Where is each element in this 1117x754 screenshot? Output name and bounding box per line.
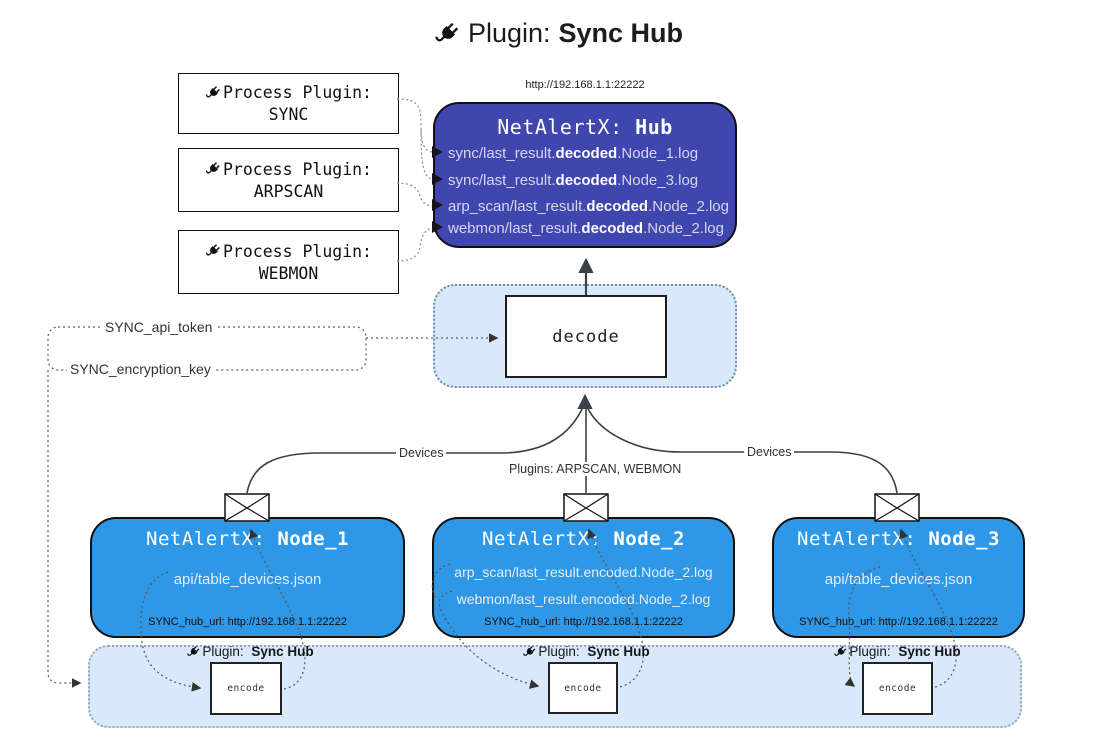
link-sync-2 (420, 129, 433, 180)
decode-box: decode (505, 295, 667, 378)
hub-entry: sync/last_result.decoded.Node_1.log (448, 145, 699, 162)
hub-entry: webmon/last_result.decoded.Node_2.log (448, 220, 724, 237)
edge-label-devices-left: Devices (396, 446, 447, 460)
node2-file: arp_scan/last_result.encoded.Node_2.log (454, 564, 713, 580)
link-sync-1 (396, 98, 433, 153)
process-plugin-sync: Process Plugin: SYNC (178, 73, 399, 134)
hub-url-label: http://192.168.1.1:22222 (525, 79, 645, 91)
hub-box: NetAlertX: Hub sync/last_result.decoded.… (433, 102, 737, 248)
plug-icon (205, 85, 220, 98)
plug-icon (205, 244, 220, 256)
process-plugin-label: Process Plugin: (222, 159, 372, 179)
node2-title: NetAlertX: Node_2 (482, 528, 685, 550)
node1-hub-url: SYNC_hub_url: http://192.168.1.1:22222 (148, 616, 347, 628)
process-plugin-to-hub-links (396, 98, 433, 262)
encode3-box: encode (862, 662, 933, 715)
encoder3-label: Plugin: Sync Hub (833, 644, 961, 659)
edge-label-plugins: Plugins: ARPSCAN, WEBMON (506, 462, 685, 476)
edge-label-devices-right: Devices (744, 445, 795, 459)
node2-hub-url: SYNC_hub_url: http://192.168.1.1:22222 (484, 616, 683, 628)
encoder2-label: Plugin: Sync Hub (522, 644, 650, 659)
link-arpscan (396, 182, 433, 207)
node-to-decode-edges (246, 405, 898, 494)
sync-encryption-key-label: SYNC_encryption_key (67, 361, 214, 377)
settings-to-encoders-arrow (47, 370, 82, 688)
process-plugin-label: Process Plugin: (222, 83, 372, 102)
encode2-box: encode (548, 662, 618, 714)
node2-box: NetAlertX: Node_2 arp_scan/last_result.e… (432, 517, 735, 638)
node2-file: webmon/last_result.encoded.Node_2.log (456, 591, 711, 607)
node3-file: api/table_devices.json (824, 571, 973, 588)
hub-entry: sync/last_result.decoded.Node_3.log (448, 172, 699, 189)
page-title: Plugin: Sync Hub (0, 18, 1117, 49)
encoder1-label: Plugin: Sync Hub (186, 644, 314, 659)
node1-box: NetAlertX: Node_1 api/table_devices.json… (90, 517, 405, 638)
page-title-label: Plugin: (467, 18, 551, 48)
hub-title: NetAlertX: Hub (435, 115, 735, 139)
node1-title: NetAlertX: Node_1 (146, 528, 349, 550)
plug-icon (435, 22, 459, 41)
node1-file: api/table_devices.json (173, 571, 322, 588)
encode1-box: encode (210, 662, 282, 715)
process-plugin-label: Process Plugin: (222, 241, 372, 261)
plug-icon (523, 645, 536, 656)
page-title-name: Sync Hub (558, 18, 684, 48)
process-plugin-arpscan: Process Plugin: ARPSCAN (178, 148, 399, 212)
node3-title: NetAlertX: Node_3 (797, 528, 1000, 550)
sync-api-token-label: SYNC_api_token (102, 319, 216, 335)
process-plugin-webmon: Process Plugin: WEBMON (178, 230, 399, 294)
process-plugin-name: SYNC (268, 105, 309, 124)
process-plugin-name: ARPSCAN (253, 181, 324, 201)
node3-hub-url: SYNC_hub_url: http://192.168.1.1:22222 (799, 616, 998, 628)
plug-icon (187, 645, 200, 656)
hub-title-name: Hub (635, 115, 673, 139)
plug-icon (834, 645, 847, 656)
process-plugin-name: WEBMON (258, 263, 319, 283)
hub-title-prefix: NetAlertX: (497, 115, 623, 139)
plug-icon (205, 162, 220, 174)
node3-box: NetAlertX: Node_3 api/table_devices.json… (772, 517, 1025, 638)
link-webmon (396, 227, 433, 262)
edge-node3-devices (586, 406, 898, 494)
hub-entry: arp_scan/last_result.decoded.Node_2.log (448, 198, 729, 215)
